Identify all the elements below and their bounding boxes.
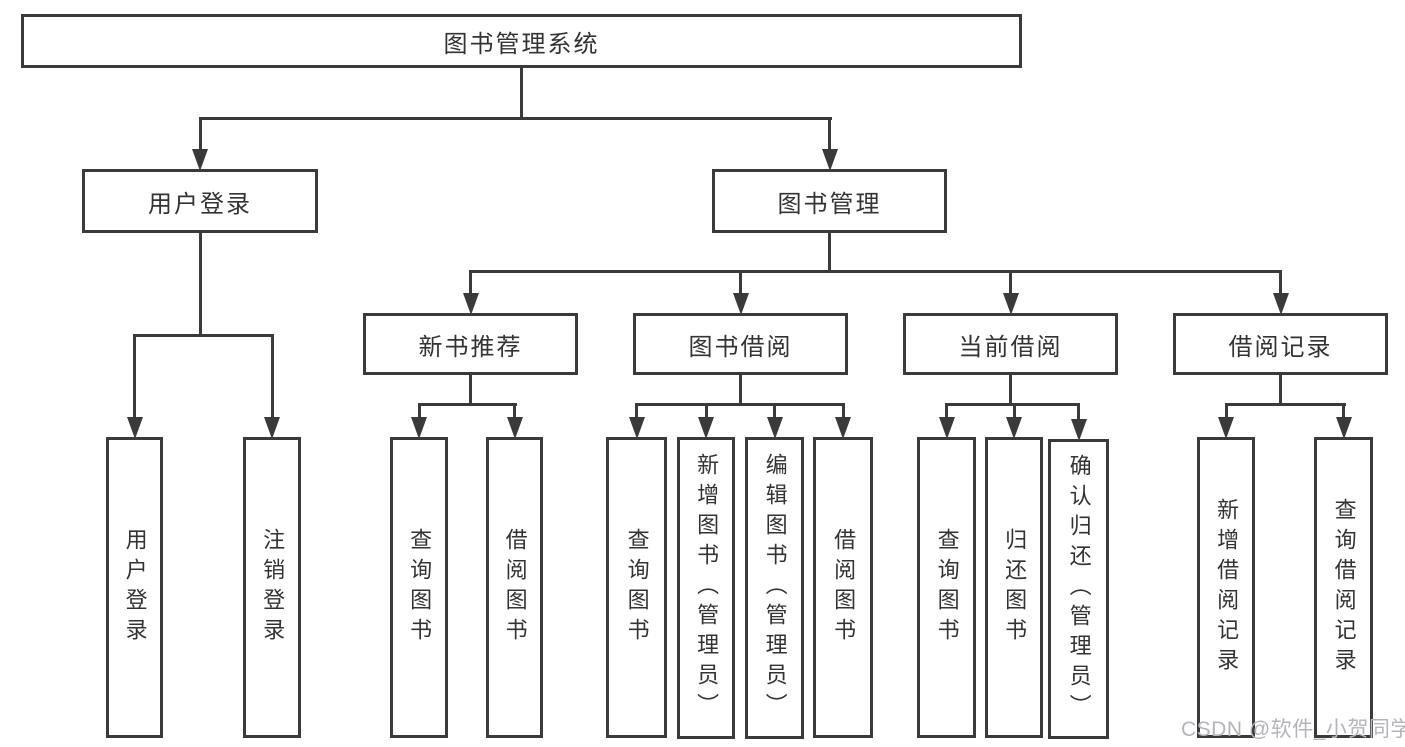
arrowhead-down-icon [1218, 417, 1234, 439]
arrowhead-down-icon [264, 417, 280, 439]
connector-line [133, 334, 274, 337]
connector-line [739, 375, 742, 406]
diagram-node-root: 图书管理系统 [21, 14, 1022, 68]
connector-line [418, 403, 421, 417]
node-label: 图书管理 [777, 190, 882, 218]
node-label: 确认归还（管理员） [1066, 454, 1092, 724]
diagram-node-cu_return: 归还图书 [985, 437, 1043, 738]
arrowhead-down-icon [507, 417, 523, 439]
arrowhead-down-icon [1336, 417, 1352, 439]
connector-line [199, 117, 832, 120]
diagram-node-borrow: 图书借阅 [633, 313, 848, 375]
node-label: 图书管理系统 [443, 30, 600, 58]
connector-line [418, 403, 517, 406]
connector-line [1077, 403, 1080, 419]
connector-line [635, 403, 845, 406]
node-label: 注销登录 [260, 527, 286, 648]
connector-line [945, 403, 1080, 406]
diagram-node-user_logout: 注销登录 [243, 437, 301, 738]
arrowhead-down-icon [822, 149, 838, 171]
arrowhead-down-icon [192, 149, 208, 171]
arrowhead-down-icon [1273, 293, 1289, 315]
diagram-node-re_query: 查询借阅记录 [1314, 437, 1373, 738]
connector-line [199, 233, 202, 337]
connector-line [842, 403, 845, 417]
node-label: 新书推荐 [418, 333, 523, 361]
connector-line [1009, 375, 1012, 406]
node-label: 新增图书（管理员） [694, 453, 720, 723]
node-label: 新增借阅记录 [1214, 497, 1240, 678]
diagram-node-records: 借阅记录 [1173, 313, 1388, 375]
diagram-node-cu_query: 查询图书 [917, 437, 976, 738]
arrowhead-down-icon [411, 417, 427, 439]
diagram-node-user_login: 用户登录 [106, 437, 163, 738]
arrowhead-down-icon [463, 293, 479, 315]
arrowhead-down-icon [1006, 417, 1022, 439]
connector-line [1342, 403, 1345, 417]
arrowhead-down-icon [698, 417, 714, 439]
connector-line [1013, 403, 1016, 417]
arrowhead-down-icon [835, 417, 851, 439]
connector-line [271, 334, 274, 417]
arrowhead-down-icon [127, 417, 143, 439]
connector-line [828, 117, 831, 149]
diagram-node-current: 当前借阅 [903, 313, 1118, 375]
node-label: 查询图书 [934, 527, 960, 648]
connector-line [513, 403, 516, 417]
diagram-node-re_add: 新增借阅记录 [1197, 437, 1255, 738]
diagram-node-bw_query: 查询图书 [606, 437, 667, 738]
node-label: 用户登录 [148, 190, 252, 218]
connector-line [1225, 403, 1228, 417]
diagram-node-bw_edit: 编辑图书（管理员） [745, 437, 804, 739]
connector-line [828, 233, 831, 273]
connector-line [945, 403, 948, 417]
arrowhead-down-icon [733, 293, 749, 315]
connector-line [705, 403, 708, 417]
diagram-node-nb_borrow: 借阅图书 [486, 437, 543, 738]
node-label: 借阅图书 [831, 527, 857, 648]
arrowhead-down-icon [1003, 293, 1019, 315]
diagram-node-bw_borrow: 借阅图书 [813, 437, 873, 738]
connector-line [199, 117, 202, 149]
connector-line [469, 270, 1282, 273]
arrowhead-down-icon [939, 417, 955, 439]
connector-line [1225, 403, 1346, 406]
connector-line [739, 270, 742, 293]
diagram-node-bw_add: 新增图书（管理员） [677, 437, 735, 739]
node-label: 图书借阅 [688, 333, 793, 361]
connector-line [520, 68, 523, 120]
arrowhead-down-icon [1071, 419, 1087, 441]
node-label: 借阅图书 [502, 527, 528, 648]
arrowhead-down-icon [629, 417, 645, 439]
connector-line [773, 403, 776, 417]
connector-line [1279, 375, 1282, 406]
connector-line [469, 270, 472, 293]
connector-line [133, 334, 136, 417]
csdn-watermark: CSDN @软件_小贺同学 [1181, 718, 1405, 741]
connector-line [1009, 270, 1012, 293]
diagram-node-cu_confirm: 确认归还（管理员） [1048, 439, 1109, 739]
node-label: 借阅记录 [1228, 333, 1333, 361]
node-label: 编辑图书（管理员） [762, 453, 788, 723]
diagram-node-nb_query: 查询图书 [390, 437, 448, 738]
node-label: 查询借阅记录 [1331, 497, 1357, 678]
connector-line [469, 375, 472, 406]
arrowhead-down-icon [767, 417, 783, 439]
node-label: 当前借阅 [958, 333, 1063, 361]
diagram-node-book: 图书管理 [712, 169, 947, 233]
connector-line [635, 403, 638, 417]
node-label: 归还图书 [1002, 527, 1028, 648]
diagram-node-user: 用户登录 [82, 169, 318, 233]
node-label: 用户登录 [122, 527, 148, 648]
node-label: 查询图书 [624, 527, 650, 648]
node-label: 查询图书 [407, 527, 433, 648]
diagram-node-newbook: 新书推荐 [363, 313, 578, 375]
connector-line [1279, 270, 1282, 293]
